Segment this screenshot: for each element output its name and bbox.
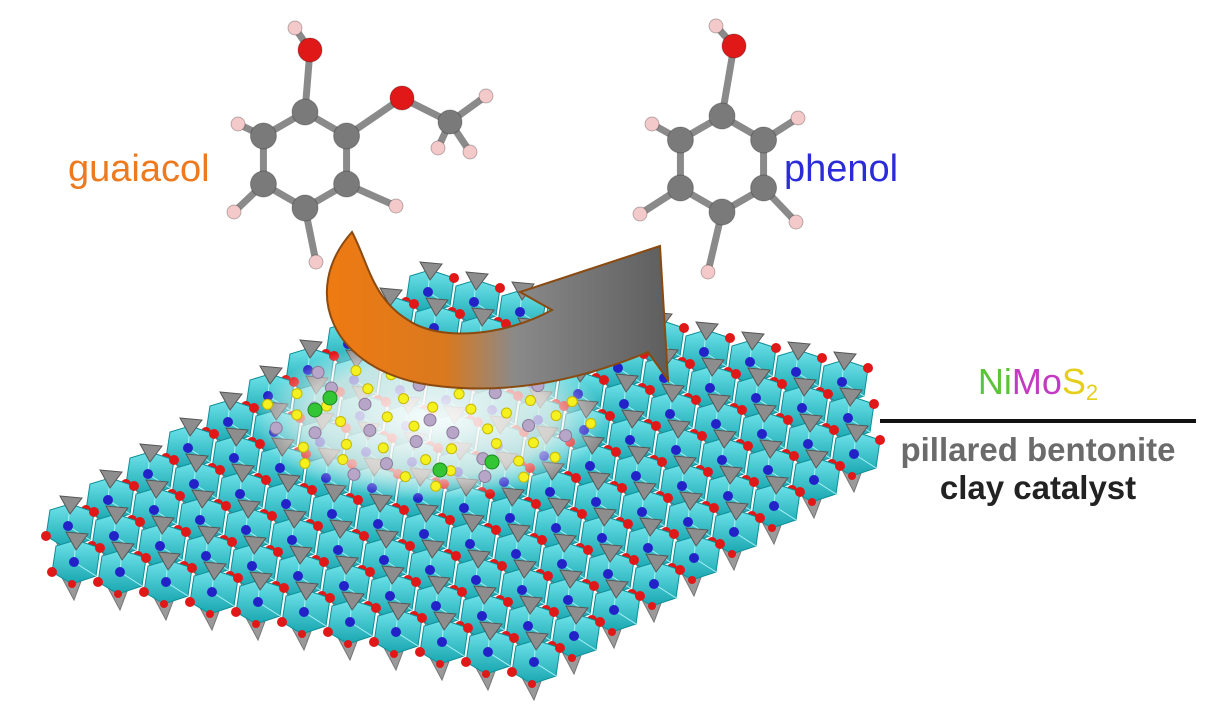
octahedron — [323, 591, 381, 662]
octahedron — [415, 611, 473, 682]
reaction-arrow — [326, 230, 670, 390]
phenol-molecule — [632, 18, 806, 280]
support-line-1: pillared bentonite — [900, 431, 1176, 468]
octahedron — [507, 631, 565, 702]
octahedron — [47, 531, 105, 602]
octahedron — [185, 561, 243, 632]
formula-s: S — [1061, 361, 1086, 402]
octahedron — [231, 571, 289, 642]
octahedron — [93, 541, 151, 612]
guaiacol-molecule — [226, 20, 494, 270]
octahedron — [369, 601, 427, 672]
guaiacol-label: guaiacol — [68, 148, 210, 190]
formula-ni: Ni — [977, 361, 1012, 402]
catalyst-caption: NiMoS2 pillared bentonite clay catalyst — [880, 362, 1196, 507]
formula-mo: Mo — [1011, 361, 1062, 402]
octahedron — [139, 551, 197, 622]
formula-subscript: 2 — [1085, 380, 1099, 405]
fraction-line — [880, 419, 1196, 423]
support-line-2: clay catalyst — [939, 469, 1137, 506]
octahedron — [277, 581, 335, 652]
octahedron — [461, 621, 519, 692]
catalyst-formula: NiMoS2 — [880, 362, 1196, 413]
phenol-label: phenol — [784, 148, 899, 190]
